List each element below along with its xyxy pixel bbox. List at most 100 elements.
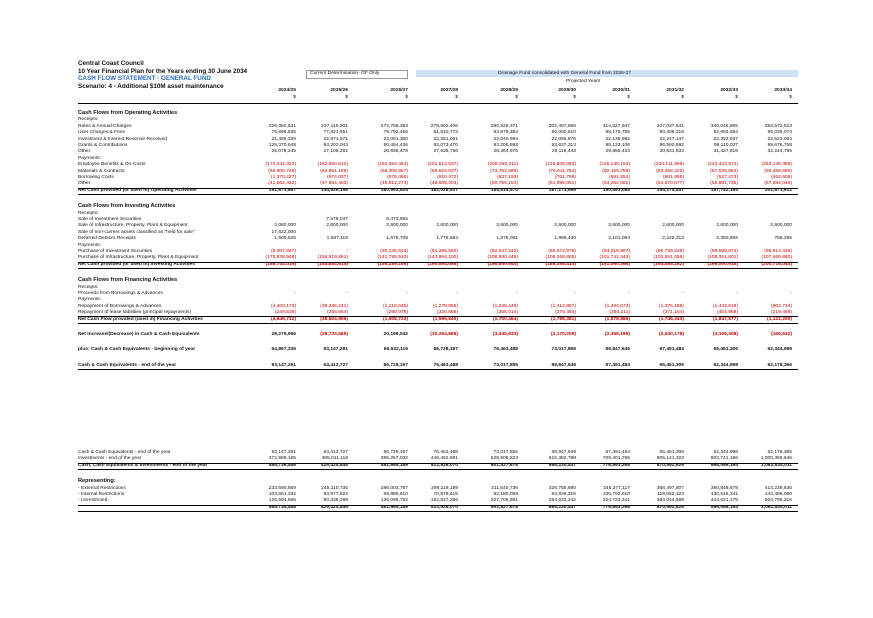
subtotal-rule <box>78 268 798 270</box>
cell-value: 233,590,569 <box>268 485 296 491</box>
cell-value: (1,788,381) <box>550 316 576 322</box>
cell-value: 1,775,584 <box>436 236 458 242</box>
cell-value: (94,018,987) <box>602 249 630 254</box>
cell-value: (57,284,046) <box>764 181 792 187</box>
cell-value: (761,795) <box>555 175 576 180</box>
cash-flow-sheet: Central Coast Council 10 Year Financial … <box>78 60 798 598</box>
cell-value: 201,671,612 <box>764 187 792 193</box>
cell-value: (1,442,619) <box>712 303 738 309</box>
cell-value: 73,017,855 <box>493 450 518 455</box>
cell-value: 22,247,147 <box>659 136 684 142</box>
cell-value: (76,911,784) <box>548 168 576 174</box>
row-label: Cash Flows from Financing Activities <box>78 277 178 284</box>
row-label: Receipts: <box>78 284 99 290</box>
cell-value: 302,497,656 <box>548 123 576 129</box>
cell-value: 17,622,000 <box>271 229 296 235</box>
scenario-title: Scenario: 4 - Additional $10M asset main… <box>78 82 224 90</box>
cell-value: 154,626,156 <box>320 187 348 193</box>
consolidated-banner <box>416 70 798 77</box>
cell-value: 22,871,671 <box>323 136 348 142</box>
cell-value: (96,614,449) <box>764 249 792 254</box>
cell-value: (1,218,645) <box>382 303 408 309</box>
cell-value: 2,600,000 <box>386 223 408 229</box>
cell-value: 685,230,447 <box>548 462 576 468</box>
table-row: Payments: <box>78 156 798 162</box>
cell-value: 966,086,194 <box>710 462 738 468</box>
row-label: Other <box>78 181 91 187</box>
cell-value: 1,678,709 <box>386 236 408 242</box>
row-label: User Charges & Fees <box>78 130 126 136</box>
cell-value: 93,147,291 <box>271 362 296 368</box>
cell-value: (62,961,189) <box>320 168 348 174</box>
row-label: Cash & Cash Equivalents - end of the yea… <box>78 450 171 455</box>
cell-value: 8,473,555 <box>386 217 408 222</box>
cell-value: 136,095,782 <box>380 498 408 504</box>
cell-value: (375,494) <box>555 310 576 316</box>
cell-value: (3,170,206) <box>550 332 576 337</box>
cell-value: (50,755,154) <box>490 181 518 187</box>
cell-value: 903,741,196 <box>710 456 738 462</box>
row-label: Net Cash provided (or used in) Investing… <box>78 261 195 267</box>
cell-value: (216,508,663) <box>545 162 576 168</box>
cell-value: 90,406,318 <box>659 130 684 136</box>
cell-value: 1,587,119 <box>326 236 348 242</box>
cell-value: (1,412,887) <box>550 303 576 309</box>
cell-value: 21,466,339 <box>271 136 296 142</box>
row-label: Purchase of Investment Securities <box>78 249 153 254</box>
year-heading: 2028/29 <box>500 88 518 93</box>
cell-value: 73,017,855 <box>551 347 576 353</box>
current-determination-label: Current Determination- GF Only <box>310 71 380 76</box>
cell-value: (190,694,066) <box>427 261 458 267</box>
cell-value: 66,532,116 <box>383 347 408 353</box>
cell-value: 86,000,610 <box>551 130 576 136</box>
table-row: Receipts: <box>78 211 798 217</box>
cell-value: 615,382,798 <box>548 456 576 462</box>
cell-value: 65,451,306 <box>659 450 684 455</box>
cell-value: (191,060,366) <box>599 261 630 267</box>
table-row: Cash & Cash Equivalents - end of the yea… <box>78 450 798 456</box>
cell-value: 65,451,306 <box>713 347 738 353</box>
cell-value: 365,011,118 <box>321 456 348 462</box>
cell-value: 528,509,823 <box>490 456 518 462</box>
row-label: Investment & Interest Revenue Received <box>78 136 167 142</box>
cell-value: 465,736,456 <box>268 504 296 510</box>
cell-value: (1,878,885) <box>604 316 630 322</box>
row-label: Borrowing Costs <box>78 175 114 180</box>
row-label: Materials & Contracts <box>78 168 125 174</box>
cell-value: 299,119,189 <box>431 485 458 491</box>
cell-value: 384,044,699 <box>656 498 684 504</box>
cell-value: 182,028,937 <box>430 187 458 193</box>
spacer-row <box>78 338 798 344</box>
cell-value: - <box>574 291 576 296</box>
currency-symbol: $ <box>735 95 738 100</box>
cell-value: (186,559,640) <box>487 261 518 267</box>
cell-value: 69,847,649 <box>605 347 630 353</box>
cell-value: (69,523,037) <box>430 168 458 174</box>
cell-value: (253,148,386) <box>761 162 792 168</box>
currency-symbol: $ <box>573 95 576 100</box>
table-row: Employee Benefits & On-Costs(170,444,323… <box>78 162 798 168</box>
cell-value: (156,619,861) <box>317 255 348 261</box>
cell-value: (30,245,913) <box>380 249 408 254</box>
cell-value: 22,091,360 <box>383 136 408 142</box>
subtotal-rule <box>78 469 798 471</box>
table-row: Payments: <box>78 297 798 303</box>
cell-value: 62,178,366 <box>767 362 792 368</box>
cell-value: 346,377,117 <box>603 485 630 491</box>
row-label: Sale of non-current assets classified as… <box>78 229 195 235</box>
current-determination-box <box>306 70 408 79</box>
subtotal-rule <box>78 261 798 263</box>
cell-value: 118,052,123 <box>657 492 684 497</box>
table-row: Repayment of Borrowings & Advances(4,400… <box>78 304 798 310</box>
currency-symbol: $ <box>627 95 630 100</box>
table-row: Investment & Interest Revenue Received 21… <box>78 137 798 143</box>
cell-value: 190,583,085 <box>602 187 630 193</box>
row-label: Rates & Annual Charges <box>78 123 132 129</box>
cell-value: (837,193) <box>497 175 518 180</box>
cell-value: (976,466) <box>387 175 408 180</box>
cell-value: 340,045,865 <box>710 123 738 129</box>
cell-value: 966,086,194 <box>710 504 738 510</box>
cell-value: (105,351,601) <box>707 255 738 261</box>
